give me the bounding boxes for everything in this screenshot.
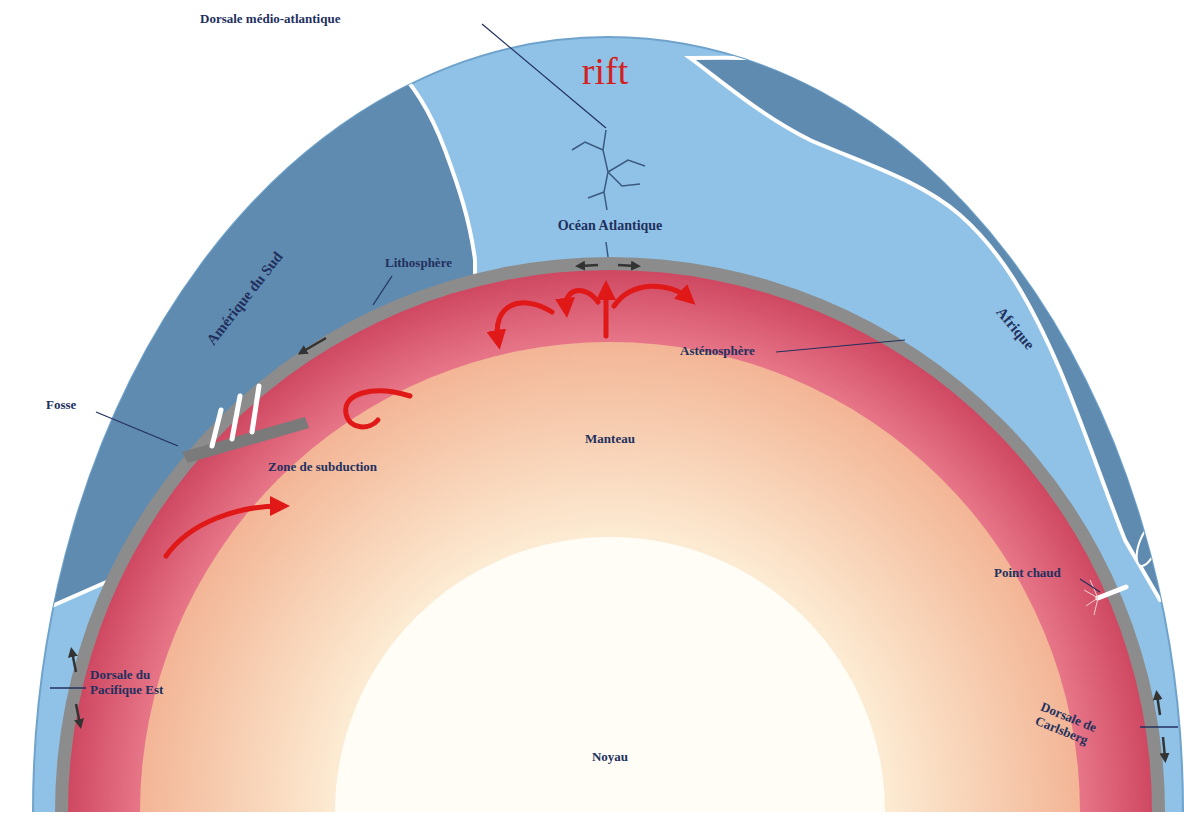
layer-label: Lithosphère: [385, 256, 505, 271]
ocean-label: Océan Atlantique: [520, 218, 700, 234]
zone-label: Zone de subduction: [268, 460, 428, 475]
leader-lines: [96, 24, 1100, 592]
core: [335, 537, 885, 823]
trench-label: Fosse: [46, 398, 106, 413]
asthenosphere-layer: [68, 270, 1152, 823]
hotspot-label: Point chaud: [994, 566, 1084, 581]
island-landmass: [1132, 521, 1164, 569]
layer-label: Asténosphère: [680, 344, 800, 359]
convection-arrows: [166, 286, 688, 556]
core-label: Noyau: [570, 750, 650, 765]
rift-cracks: [572, 130, 645, 257]
subducting-slab: [182, 417, 309, 463]
rift-label: rift: [540, 50, 670, 94]
plate-motion-arrows: [72, 265, 1165, 758]
layer-label: Manteau: [560, 432, 660, 447]
volcano-conduits: [212, 386, 259, 446]
page-ground: [0, 812, 1184, 823]
ridge-label: Dorsale du Pacifique Est: [90, 668, 202, 698]
mantle-layer: [140, 342, 1080, 823]
ridge-crack: [1140, 726, 1178, 728]
ridge-label: Dorsale médio-atlantique: [200, 12, 490, 27]
ridge-crack: [50, 687, 86, 689]
